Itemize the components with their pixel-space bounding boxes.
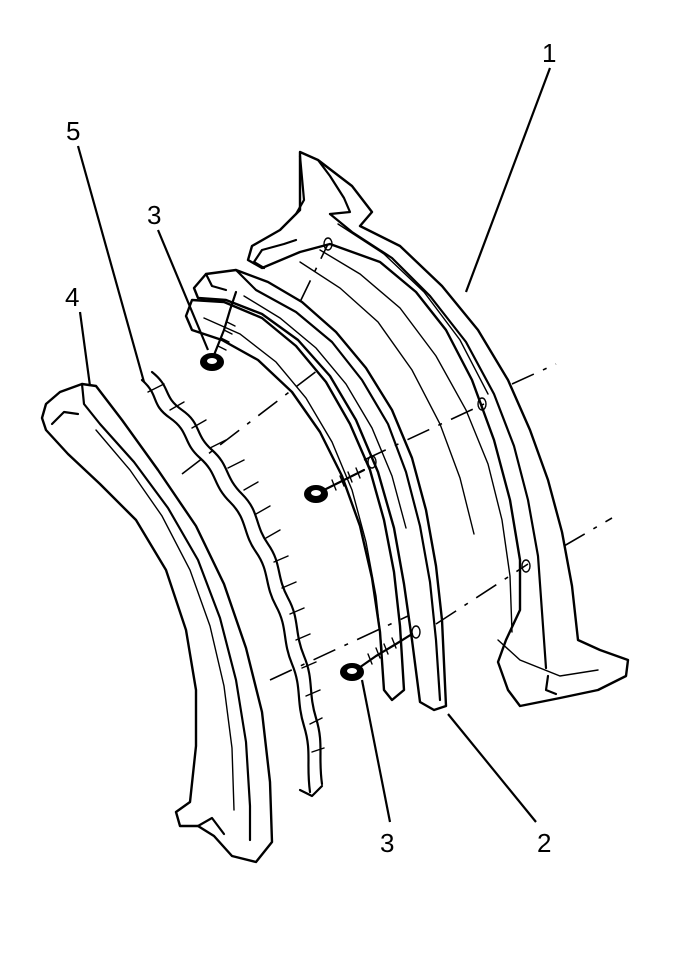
leader-lines	[76, 67, 552, 823]
screw-middle	[304, 467, 366, 503]
alignment-lines	[181, 237, 613, 681]
callout-1: 1	[542, 38, 556, 68]
callout-5: 5	[66, 116, 80, 146]
callout-2: 2	[537, 828, 551, 858]
part-2-molding-strip	[192, 268, 448, 712]
callout-3-bottom: 3	[380, 828, 394, 858]
part-1-wheelhouse-liner	[246, 150, 630, 708]
part-5-seal-strip	[140, 370, 325, 798]
callout-3-top: 3	[147, 200, 161, 230]
screw-top	[200, 290, 238, 371]
screw-bottom	[340, 632, 414, 681]
callout-4: 4	[65, 282, 79, 312]
part-2-inner-flange	[184, 298, 406, 702]
part-4-fender-flare	[40, 382, 274, 864]
